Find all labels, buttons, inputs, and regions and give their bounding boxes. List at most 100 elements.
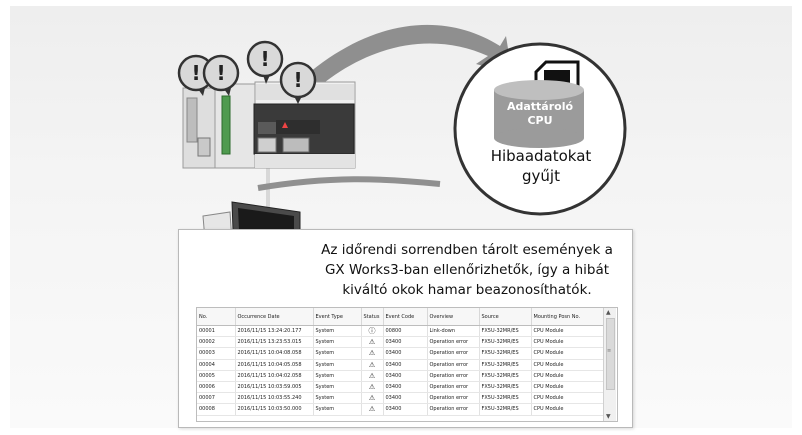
cell-no: 00005: [197, 370, 236, 382]
bubble-caption: Hibaadatokat gyűjt: [490, 147, 592, 185]
cell-pos: CPU Module: [531, 359, 604, 371]
cell-no: 00007: [197, 392, 236, 405]
cell-type: System: [313, 381, 362, 394]
cell-source: FX5U-32MR/ES: [479, 359, 532, 371]
cell-pos: CPU Module: [531, 370, 604, 382]
cell-code: 03400: [383, 359, 428, 371]
plc-connector: [197, 137, 211, 157]
storage-label: Adattároló CPU: [506, 100, 574, 127]
storage-bubble: [453, 42, 627, 216]
alert-icons: ! ! ! !: [177, 40, 317, 104]
table-scrollbar[interactable]: ▲ ≡ ▼: [603, 308, 616, 421]
cell-no: 00006: [197, 381, 236, 394]
cell-overview: Operation error: [427, 336, 480, 349]
plc-unit: [182, 81, 356, 169]
cell-source: FX5U-32MR/ES: [479, 347, 532, 360]
cell-date: 2016/11/15 13:23:53.015: [235, 336, 314, 349]
info-status-icon: ⓘ: [361, 325, 384, 338]
ethernet-port: [257, 137, 277, 153]
cell-type: System: [313, 347, 362, 360]
cell-pos: CPU Module: [531, 392, 604, 405]
cell-pos: CPU Module: [531, 381, 604, 394]
plc-terminal-block: [186, 97, 198, 143]
col-header-overview[interactable]: Overview: [427, 308, 480, 326]
alert-mark-1: !: [191, 61, 200, 85]
data-arrow: [257, 24, 512, 191]
cell-date: 2016/11/15 10:04:02.058: [235, 370, 314, 382]
cell-type: System: [313, 336, 362, 349]
scroll-down-arrow-icon[interactable]: ▼: [606, 413, 611, 420]
alert-bubble-2: [202, 54, 240, 92]
cell-pos: CPU Module: [531, 325, 604, 338]
cell-source: FX5U-32MR/ES: [479, 381, 532, 394]
col-header-date[interactable]: Occurrence Date: [235, 308, 314, 326]
cell-code: 03400: [383, 392, 428, 405]
plc-led-block: [258, 122, 276, 134]
warning-status-icon: ⚠: [361, 392, 384, 405]
cell-code: 03400: [383, 347, 428, 360]
cell-date: 2016/11/15 10:03:55.240: [235, 392, 314, 405]
serial-port: [282, 137, 310, 153]
cell-overview: Operation error: [427, 392, 480, 405]
scroll-up-arrow-icon[interactable]: ▲: [606, 309, 611, 316]
cell-overview: Operation error: [427, 403, 480, 416]
cell-type: System: [313, 325, 362, 338]
warning-status-icon: ⚠: [361, 370, 384, 382]
cell-code: 00800: [383, 325, 428, 338]
cell-date: 2016/11/15 10:03:59.005: [235, 381, 314, 394]
col-header-type[interactable]: Event Type: [313, 308, 362, 326]
database-cylinder-icon: [494, 80, 584, 148]
col-header-status[interactable]: Status: [361, 308, 384, 326]
cell-no: 00003: [197, 347, 236, 360]
scroll-thumb[interactable]: [606, 318, 615, 390]
cell-source: FX5U-32MR/ES: [479, 336, 532, 349]
col-header-source[interactable]: Source: [479, 308, 532, 326]
cell-pos: CPU Module: [531, 336, 604, 349]
event-history-window: No. Occurrence Date Event Type Status Ev…: [196, 307, 618, 422]
cell-source: FX5U-32MR/ES: [479, 403, 532, 416]
warning-status-icon: ⚠: [361, 347, 384, 360]
event-table: No. Occurrence Date Event Type Status Ev…: [197, 308, 604, 416]
scroll-grip-icon: ≡: [607, 348, 612, 354]
cell-no: 00004: [197, 359, 236, 371]
cell-source: FX5U-32MR/ES: [479, 325, 532, 338]
cell-no: 00002: [197, 336, 236, 349]
bubble-tail-line: [257, 176, 441, 191]
cell-code: 03400: [383, 336, 428, 349]
cell-source: FX5U-32MR/ES: [479, 370, 532, 382]
plc-green-terminal: [221, 95, 231, 155]
table-header-row: No. Occurrence Date Event Type Status Ev…: [197, 308, 604, 326]
col-header-no[interactable]: No.: [197, 308, 236, 326]
cell-code: 03400: [383, 370, 428, 382]
plc-logo-area: [276, 120, 320, 134]
cell-no: 00001: [197, 325, 236, 338]
cell-overview: Operation error: [427, 370, 480, 382]
cell-date: 2016/11/15 10:03:50.000: [235, 403, 314, 416]
cell-code: 03400: [383, 381, 428, 394]
cell-type: System: [313, 403, 362, 416]
plc-bottom-strip: [255, 154, 355, 168]
alert-mark-3: !: [260, 47, 269, 71]
info-text: Az időrendi sorrendben tárolt események …: [321, 242, 613, 298]
col-header-code[interactable]: Event Code: [383, 308, 428, 326]
cell-pos: CPU Module: [531, 347, 604, 360]
col-header-position[interactable]: Mounting Posn No.: [531, 308, 604, 326]
cell-date: 2016/11/15 10:04:08.058: [235, 347, 314, 360]
cell-code: 03400: [383, 403, 428, 416]
cell-overview: Link-down: [427, 325, 480, 338]
cell-source: FX5U-32MR/ES: [479, 392, 532, 405]
cell-overview: Operation error: [427, 347, 480, 360]
alert-mark-4: !: [293, 68, 302, 92]
warning-status-icon: ⚠: [361, 403, 384, 416]
alert-mark-2: !: [216, 61, 225, 85]
